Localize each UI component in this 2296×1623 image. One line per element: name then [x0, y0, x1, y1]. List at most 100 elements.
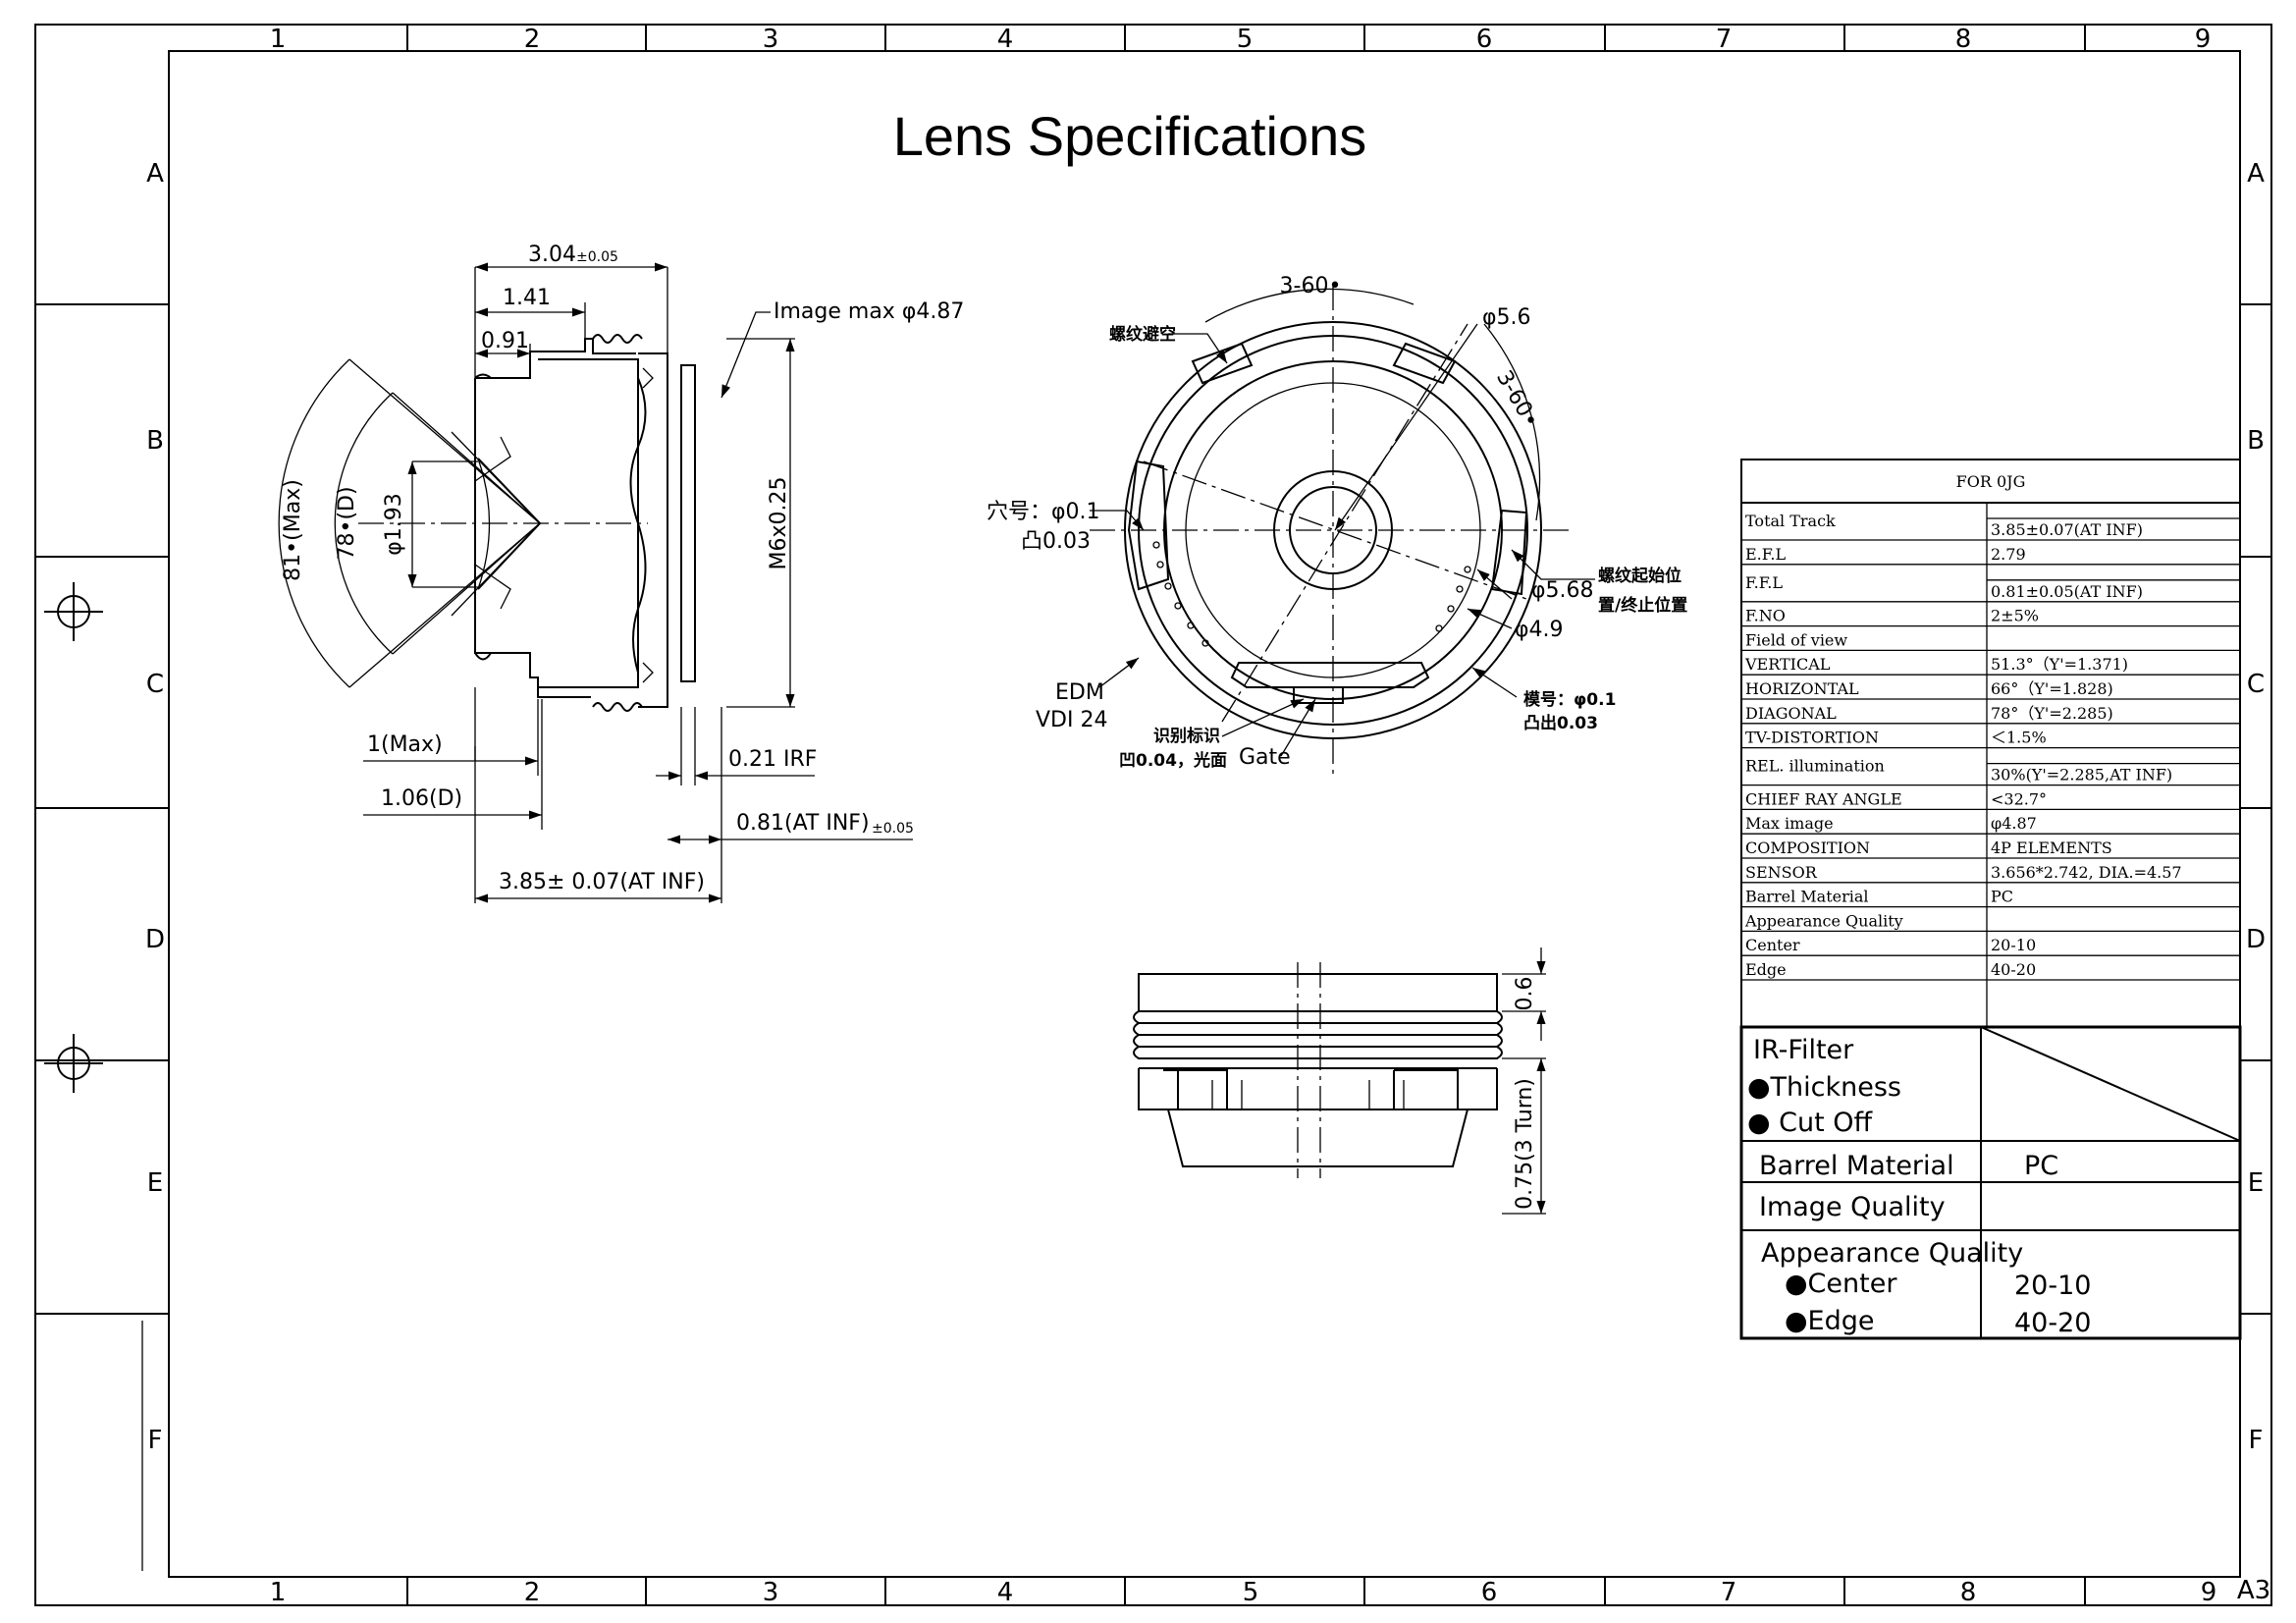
svg-text:IR-Filter: IR-Filter — [1753, 1035, 1854, 1065]
spec-row-value: 2±5% — [1991, 607, 2039, 625]
svg-text:F: F — [148, 1426, 163, 1455]
svg-text:0.6: 0.6 — [1513, 977, 1537, 1011]
svg-text:C: C — [146, 670, 164, 699]
svg-text:3: 3 — [763, 1578, 779, 1607]
svg-text:1: 1 — [270, 25, 287, 54]
svg-text:凸出0.03: 凸出0.03 — [1523, 713, 1598, 733]
side-view-dimensions: 3.04 ±0.05 1.41 0.91 Image max φ4.87 81•… — [281, 243, 964, 903]
svg-text:D: D — [2246, 925, 2266, 954]
svg-text:VDI 24: VDI 24 — [1036, 708, 1107, 732]
spec-row-label: F.F.L — [1745, 573, 1783, 592]
spec-row-label: Appearance Quality — [1744, 911, 1903, 930]
grid-row-labels-right: A B C D E F — [2246, 159, 2266, 1455]
registration-mark-upper — [44, 582, 103, 641]
svg-text:B: B — [146, 426, 164, 456]
svg-text:EDM: EDM — [1055, 680, 1104, 705]
svg-text:±0.05: ±0.05 — [872, 821, 914, 837]
spec-row-value: ＜1.5% — [1991, 729, 2047, 747]
svg-text:M6x0.25: M6x0.25 — [767, 477, 791, 570]
spec-row-label: COMPOSITION — [1745, 839, 1870, 857]
svg-text:B: B — [2247, 426, 2265, 456]
lens-side-view — [278, 334, 696, 712]
sheet-border — [34, 24, 2272, 1606]
spec-row-value: 40-20 — [1991, 960, 2036, 979]
svg-text:0.21 IRF: 0.21 IRF — [728, 747, 817, 772]
svg-text:凹0.04，光面: 凹0.04，光面 — [1119, 750, 1227, 771]
svg-text:4: 4 — [997, 25, 1014, 54]
svg-text:E: E — [2248, 1168, 2264, 1198]
svg-text:A: A — [2247, 159, 2265, 189]
svg-text:φ4.9: φ4.9 — [1515, 618, 1564, 642]
svg-text:FOR 0JG: FOR 0JG — [1956, 472, 2026, 491]
svg-text:0.91: 0.91 — [481, 329, 529, 353]
svg-text:8: 8 — [1960, 1578, 1977, 1607]
svg-text:螺纹避空: 螺纹避空 — [1109, 324, 1176, 345]
svg-text:●Thickness: ●Thickness — [1747, 1072, 1901, 1103]
svg-text:1: 1 — [270, 1578, 287, 1607]
grid-row-labels-left: A B C D E F — [145, 159, 165, 1455]
svg-text:Gate: Gate — [1239, 745, 1291, 770]
svg-text:螺纹起始位: 螺纹起始位 — [1598, 566, 1682, 586]
svg-text:7: 7 — [1721, 1578, 1737, 1607]
svg-text:Image Quality: Image Quality — [1759, 1192, 1946, 1222]
bottom-view-dimensions: 0.6 0.75(3 Turn) — [1502, 947, 1546, 1215]
spec-row-label: Barrel Material — [1745, 888, 1869, 906]
svg-text:2: 2 — [524, 1578, 541, 1607]
svg-text:0.81(AT INF): 0.81(AT INF) — [736, 811, 870, 836]
front-view-annotations: 3-60• 3-60• φ5.6 螺纹避空 穴号：φ0.1 凸0.03 螺纹起始… — [987, 274, 1687, 771]
svg-text:5: 5 — [1237, 25, 1254, 54]
svg-text:3.04: 3.04 — [528, 243, 576, 267]
svg-text:C: C — [2247, 670, 2265, 699]
svg-text:±0.05: ±0.05 — [576, 249, 618, 265]
svg-text:40-20: 40-20 — [2014, 1308, 2091, 1338]
svg-text:9: 9 — [2201, 1578, 2217, 1607]
svg-text:Appearance Quality: Appearance Quality — [1761, 1238, 2023, 1269]
svg-text:2: 2 — [524, 25, 541, 54]
spec-row-value: 30%(Y'=2.285,AT INF) — [1991, 766, 2172, 784]
spec-row-value: φ4.87 — [1991, 814, 2037, 833]
svg-text:Barrel Material: Barrel Material — [1759, 1151, 1954, 1181]
svg-text:穴号：φ0.1: 穴号：φ0.1 — [987, 500, 1100, 524]
svg-text:78•(D): 78•(D) — [335, 486, 359, 560]
svg-text:●Edge: ●Edge — [1785, 1306, 1875, 1336]
page-title: Lens Specifications — [893, 105, 1367, 167]
spec-row-value: 66°（Y'=1.828) — [1991, 679, 2113, 698]
spec-row-value: PC — [1991, 888, 2013, 906]
spec-row-value: 3.656*2.742, DIA.=4.57 — [1991, 863, 2182, 882]
spec-row-label: F.NO — [1745, 607, 1786, 625]
svg-text:模号：φ0.1: 模号：φ0.1 — [1523, 689, 1616, 710]
svg-text:9: 9 — [2195, 25, 2212, 54]
svg-text:● Cut Off: ● Cut Off — [1747, 1108, 1874, 1138]
svg-text:5: 5 — [1243, 1578, 1259, 1607]
svg-text:6: 6 — [1476, 25, 1493, 54]
spec-row-value: 0.81±0.05(AT INF) — [1991, 582, 2143, 601]
svg-text:3-60•: 3-60• — [1491, 366, 1543, 432]
spec-row-value: 78°（Y'=2.285) — [1991, 704, 2113, 723]
svg-text:置/终止位置: 置/终止位置 — [1598, 595, 1687, 616]
svg-text:φ5.6: φ5.6 — [1482, 305, 1531, 330]
svg-text:凸0.03: 凸0.03 — [1021, 529, 1091, 554]
svg-text:F: F — [2249, 1426, 2264, 1455]
spec-row-value: 3.85±0.07(AT INF) — [1991, 520, 2143, 539]
grid-column-labels-top: 1 2 3 4 5 6 7 8 9 — [270, 25, 2212, 54]
svg-text:PC: PC — [2024, 1151, 2058, 1181]
spec-row-label: Max image — [1745, 814, 1834, 833]
svg-text:1.41: 1.41 — [503, 286, 551, 310]
svg-text:3.85± 0.07(AT INF): 3.85± 0.07(AT INF) — [499, 870, 705, 894]
spec-row-value: 20-10 — [1991, 936, 2036, 954]
spec-row-label: Total Track — [1745, 512, 1836, 530]
lens-front-view — [1090, 285, 1571, 776]
svg-text:φ1.93: φ1.93 — [382, 493, 406, 556]
spec-row-value: 4P ELEMENTS — [1991, 839, 2112, 857]
lens-bottom-view — [1133, 962, 1503, 1178]
svg-text:A: A — [146, 159, 164, 189]
svg-text:识别标识: 识别标识 — [1153, 726, 1220, 746]
spec-row-value: <32.7° — [1991, 789, 2047, 808]
svg-text:E: E — [147, 1168, 163, 1198]
svg-text:3: 3 — [763, 25, 779, 54]
spec-row-value: 2.79 — [1991, 545, 2026, 564]
spec-row-label: VERTICAL — [1744, 655, 1831, 674]
spec-row-label: SENSOR — [1745, 863, 1818, 882]
